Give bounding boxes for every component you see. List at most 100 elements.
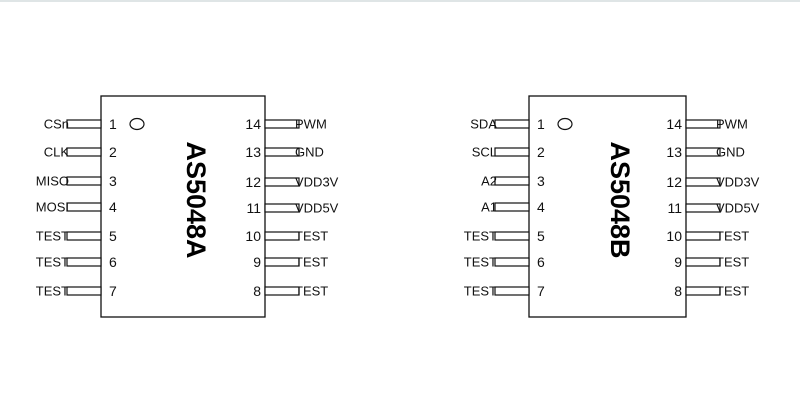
pin-lead [264, 147, 300, 157]
pin-lead [494, 286, 530, 296]
pin-number: 11 [667, 200, 682, 216]
pin-number: 7 [537, 283, 545, 299]
left-pin: TEST 5 [464, 228, 545, 244]
pin-number: 3 [537, 173, 545, 189]
pin-label: TEST [36, 284, 69, 299]
pin-label: TEST [716, 284, 749, 299]
left-pin: MOSI 4 [36, 199, 117, 215]
pin-label: CLK [44, 145, 70, 160]
pin-label: VDD5V [716, 201, 760, 216]
right-pin: 14 PWM [245, 116, 326, 132]
pin-label: MOSI [36, 200, 69, 215]
pin-lead [66, 231, 102, 241]
pin-label: GND [295, 145, 324, 160]
pin-lead [685, 286, 721, 296]
pin-label: VDD3V [295, 175, 339, 190]
pin-label: MISO [36, 174, 69, 189]
pin-lead [685, 203, 721, 213]
pin1-marker [129, 117, 145, 131]
pin-label: VDD5V [295, 201, 339, 216]
pin-label: TEST [295, 255, 328, 270]
pin-number: 10 [245, 228, 261, 244]
pin-number: 4 [109, 199, 117, 215]
pin-lead [66, 176, 102, 186]
pin-label: TEST [464, 284, 497, 299]
pin-number: 2 [109, 144, 117, 160]
pin-label: PWM [716, 117, 748, 132]
chip-name: AS5048A [181, 141, 211, 258]
pin-lead [685, 119, 721, 129]
pin-label: A2 [481, 174, 497, 189]
pin-number: 9 [674, 254, 682, 270]
left-pin: TEST 6 [464, 254, 545, 270]
pin-label: PWM [295, 117, 327, 132]
pin-number: 13 [666, 144, 682, 160]
pin-number: 4 [537, 199, 545, 215]
right-pin: 11 VDD5V [246, 200, 338, 216]
pin-number: 5 [109, 228, 117, 244]
pin-lead [494, 231, 530, 241]
pin-number: 13 [245, 144, 261, 160]
pin-lead [685, 231, 721, 241]
top-divider [0, 0, 800, 2]
pin-lead [494, 202, 530, 212]
pin-lead [66, 119, 102, 129]
pin-lead [264, 203, 300, 213]
pin-label: TEST [464, 229, 497, 244]
pin-number: 11 [246, 200, 261, 216]
pin-lead [494, 147, 530, 157]
right-pin: 13 GND [666, 144, 744, 160]
pin-number: 8 [674, 283, 682, 299]
pin-label: TEST [464, 255, 497, 270]
pin-number: 6 [537, 254, 545, 270]
pin-number: 10 [666, 228, 682, 244]
left-pin: TEST 7 [36, 283, 117, 299]
pin1-marker [557, 117, 573, 131]
pin-number: 12 [666, 174, 682, 190]
pin-number: 1 [109, 116, 117, 132]
pin-number: 8 [253, 283, 261, 299]
pin-number: 9 [253, 254, 261, 270]
pin-label: GND [716, 145, 745, 160]
pin-lead [66, 286, 102, 296]
right-pin: 9 TEST [253, 254, 328, 270]
pin-label: VDD3V [716, 175, 760, 190]
pin-label: SDA [470, 117, 497, 132]
pin-lead [685, 257, 721, 267]
pin-lead [685, 177, 721, 187]
pin-lead [264, 257, 300, 267]
pin-label: TEST [716, 229, 749, 244]
pin-lead [66, 257, 102, 267]
chip-name: AS5048B [605, 141, 635, 258]
pin-lead [264, 177, 300, 187]
pin-label: TEST [36, 255, 69, 270]
right-pin: 14 PWM [666, 116, 747, 132]
pin-number: 14 [666, 116, 682, 132]
left-pin: TEST 6 [36, 254, 117, 270]
pin-lead [264, 231, 300, 241]
pin-number: 5 [537, 228, 545, 244]
pin-number: 7 [109, 283, 117, 299]
right-pin: 8 TEST [253, 283, 328, 299]
right-pin: 11 VDD5V [667, 200, 759, 216]
pin-lead [494, 119, 530, 129]
pin-lead [494, 257, 530, 267]
pin-lead [66, 202, 102, 212]
left-pin: A1 4 [481, 199, 545, 215]
pin-label: TEST [295, 284, 328, 299]
chip-body [528, 95, 687, 318]
pin-number: 14 [245, 116, 261, 132]
pin-label: A1 [481, 200, 497, 215]
pin-lead [685, 147, 721, 157]
right-pin: 12 VDD3V [666, 174, 759, 190]
pin-number: 6 [109, 254, 117, 270]
